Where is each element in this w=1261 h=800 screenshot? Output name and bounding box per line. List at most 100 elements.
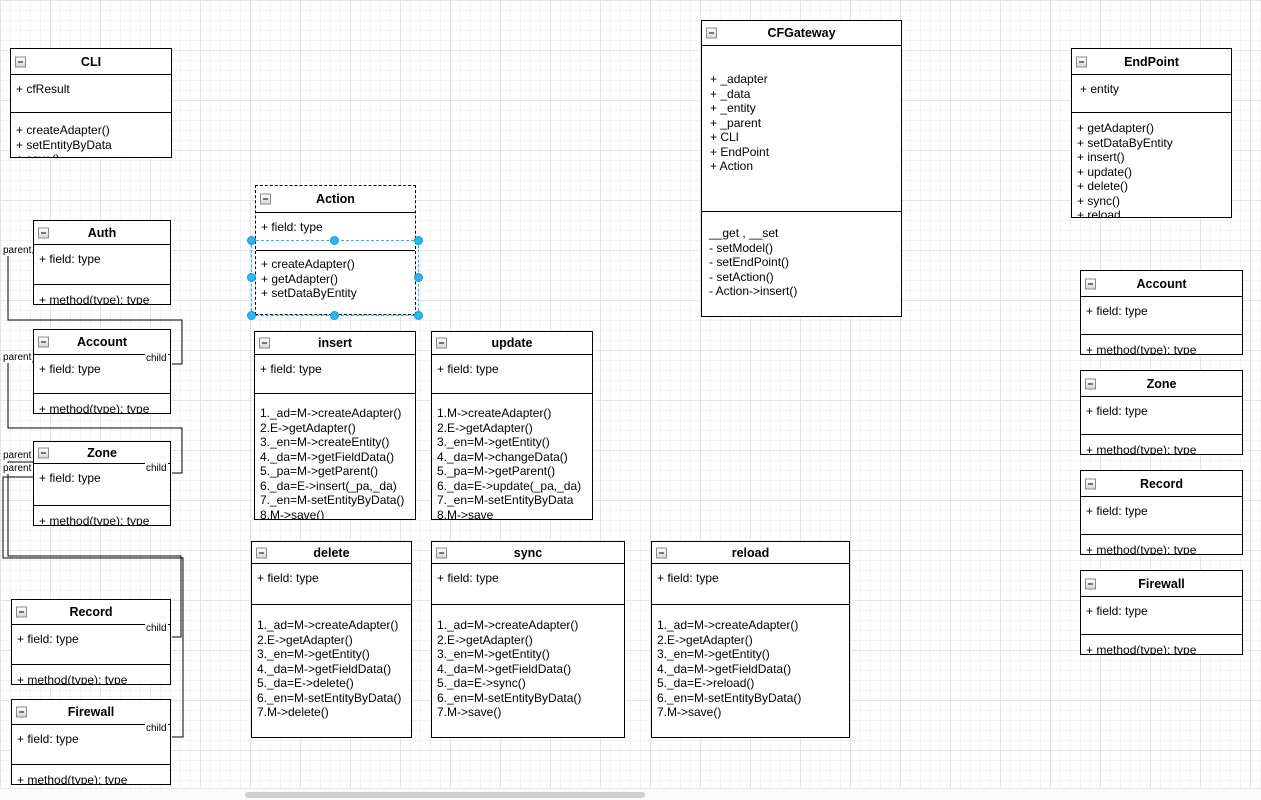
class-cfgateway[interactable]: CFGateway + _adapter+ _data+ _entity+ _p…	[701, 20, 902, 317]
scrollbar-thumb[interactable]	[245, 792, 645, 798]
methods-compartment: 1.M->createAdapter()2.E->getAdapter()3._…	[432, 394, 592, 519]
member-line: 5._da=E->sync()	[437, 676, 526, 690]
class-action[interactable]: Action + field: type + createAdapter()+ …	[255, 185, 416, 315]
selection-handle[interactable]	[247, 273, 256, 282]
class-endpoint[interactable]: EndPoint + entity + getAdapter()+ setDat…	[1071, 48, 1232, 218]
member-line: 5._da=E->reload()	[657, 676, 755, 690]
fields-compartment: + field: type	[1081, 297, 1242, 335]
collapse-icon[interactable]	[15, 56, 26, 67]
collapse-icon[interactable]	[259, 337, 270, 349]
member-line: 3._en=M->getEntity()	[257, 647, 370, 661]
member-line: 6._da=E->insert(_pa,_da)	[260, 478, 397, 493]
class-zone-right[interactable]: Zone + field: type + method(type): type	[1080, 370, 1243, 455]
collapse-icon[interactable]	[706, 27, 717, 39]
selection-handle[interactable]	[414, 236, 423, 245]
selection-handle[interactable]	[330, 311, 339, 320]
selection-handle[interactable]	[330, 236, 339, 245]
collapse-icon[interactable]	[260, 193, 271, 205]
class-title: Zone	[87, 445, 117, 460]
collapse-icon[interactable]	[1085, 478, 1096, 489]
member-line: + update()	[1077, 164, 1133, 179]
member-line: 3._en=M->createEntity()	[260, 435, 390, 449]
methods-compartment: + method(type): type	[1081, 435, 1242, 454]
collapse-icon[interactable]	[16, 706, 27, 718]
class-delete[interactable]: delete + field: type 1._ad=M->createAdap…	[251, 541, 412, 738]
member-line: __get , __set	[709, 226, 779, 240]
member-line: 1._ad=M->createAdapter()	[437, 618, 579, 632]
collapse-icon[interactable]	[656, 547, 667, 558]
methods-compartment: + method(type): type	[1081, 635, 1242, 654]
fields-compartment: + field: type	[652, 564, 849, 605]
class-zone-left[interactable]: Zone + field: type + method(type): type	[33, 441, 171, 526]
class-reload[interactable]: reload + field: type 1._ad=M->createAdap…	[651, 541, 850, 738]
methods-compartment: + method(type): type	[1081, 535, 1242, 554]
selection-handle[interactable]	[247, 236, 256, 245]
fields-compartment: + field: type	[34, 355, 170, 394]
class-title: update	[491, 336, 533, 350]
class-firewall-left[interactable]: Firewall + field: type + method(type): t…	[11, 699, 171, 785]
class-update[interactable]: update + field: type 1.M->createAdapter(…	[431, 331, 593, 520]
collapse-icon[interactable]	[38, 227, 49, 238]
fields-compartment: + field: type	[255, 355, 415, 394]
member-line: + field: type	[437, 362, 499, 376]
class-record-right[interactable]: Record + field: type + method(type): typ…	[1080, 470, 1243, 555]
methods-compartment: 1._ad=M->createAdapter()2.E->getAdapter(…	[432, 605, 624, 737]
fields-compartment: + entity	[1072, 75, 1231, 113]
member-line: 2.E->getAdapter()	[257, 632, 353, 647]
class-title: Action	[316, 192, 355, 206]
collapse-icon[interactable]	[1085, 378, 1096, 389]
member-line: + field: type	[437, 571, 499, 585]
member-line: 2.E->getAdapter()	[437, 632, 533, 647]
member-line: + method(type): type	[1086, 643, 1197, 654]
member-line: + method(type): type	[1086, 343, 1197, 354]
class-record-left[interactable]: Record + field: type + method(type): typ…	[11, 599, 171, 685]
member-line: 6._da=E->update(_pa,_da)	[437, 478, 582, 493]
member-line: 3._en=M->getEntity()	[437, 647, 550, 661]
edge-label-child: child	[145, 623, 168, 634]
selection-handle[interactable]	[247, 311, 256, 320]
member-line: + field: type	[1086, 404, 1148, 418]
collapse-icon[interactable]	[1076, 56, 1087, 67]
class-cli[interactable]: CLI + cfResult + createAdapter()+ setEnt…	[10, 48, 172, 158]
collapse-icon[interactable]	[256, 547, 267, 558]
edge-zone-record[interactable]	[7, 461, 182, 638]
selection-box	[247, 236, 423, 320]
collapse-icon[interactable]	[38, 447, 49, 458]
collapse-icon[interactable]	[1085, 578, 1096, 589]
collapse-icon[interactable]	[436, 337, 447, 349]
class-account-left[interactable]: Account + field: type + method(type): ty…	[33, 329, 171, 414]
class-account-right[interactable]: Account + field: type + method(type): ty…	[1080, 270, 1243, 355]
class-insert[interactable]: insert + field: type 1._ad=M->createAdap…	[254, 331, 416, 520]
class-title-bar: Firewall	[1081, 571, 1242, 597]
member-line: 3._en=M->getEntity()	[657, 647, 770, 661]
methods-compartment: + createAdapter()+ setEntityByData+ save…	[11, 113, 171, 157]
member-line: + field: type	[17, 732, 79, 746]
methods-compartment: __get , __set- setModel()- setEndPoint()…	[702, 212, 901, 316]
edge-zone-firewall[interactable]	[2, 476, 184, 738]
member-line: + field: type	[657, 571, 719, 585]
class-title-bar: Account	[1081, 271, 1242, 297]
class-firewall-right[interactable]: Firewall + field: type + method(type): t…	[1080, 570, 1243, 655]
member-line: 6._en=M-setEntityByData()	[437, 690, 582, 705]
member-line: + delete()	[1077, 179, 1129, 193]
class-title-bar: update	[432, 332, 592, 355]
collapse-icon[interactable]	[436, 547, 447, 558]
class-auth[interactable]: Auth + field: type + method(type): type	[33, 220, 171, 305]
member-line: - Action->insert()	[709, 284, 798, 298]
class-title: delete	[313, 545, 350, 560]
member-line: 3._en=M->getEntity()	[437, 435, 550, 449]
methods-compartment: + method(type): type	[34, 506, 170, 525]
class-sync[interactable]: sync + field: type 1._ad=M->createAdapte…	[431, 541, 625, 738]
selection-handle[interactable]	[414, 311, 423, 320]
collapse-icon[interactable]	[1085, 278, 1096, 289]
member-line: - setModel()	[709, 240, 774, 255]
methods-compartment: 1._ad=M->createAdapter()2.E->getAdapter(…	[252, 605, 411, 737]
collapse-icon[interactable]	[38, 336, 49, 348]
collapse-icon[interactable]	[16, 606, 27, 618]
horizontal-scrollbar[interactable]	[0, 788, 1261, 800]
member-line: + _adapter	[710, 72, 768, 86]
member-line: + field: type	[39, 362, 101, 376]
selection-handle[interactable]	[414, 273, 423, 282]
class-title: Account	[1136, 276, 1187, 291]
